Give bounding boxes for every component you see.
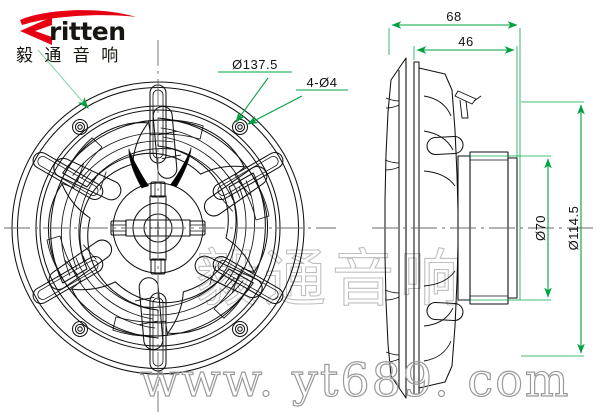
watermark-chinese-text: 毅通音响 <box>196 242 468 315</box>
logo-leader-line <box>37 49 89 109</box>
front-view-centerlines <box>4 40 336 412</box>
dimension-body-depth: 46 <box>416 34 515 54</box>
lead-wire-left <box>129 149 149 188</box>
dimension-overall-depth: 68 <box>391 9 518 29</box>
mid-bar <box>203 166 268 217</box>
mid-bar <box>194 255 263 299</box>
callout-bolt-circle: Ø137.5 <box>218 57 292 123</box>
logo-swoosh <box>20 10 136 25</box>
flange-outer-profile <box>384 57 407 399</box>
dimension-extension-lines-vertical <box>470 101 584 357</box>
mounting-hole <box>231 320 249 338</box>
basket-profile <box>413 61 420 395</box>
logo-e-mark <box>20 17 52 45</box>
callout-mounting-holes: 4-Ø4 <box>247 75 348 125</box>
radial-slot <box>212 255 284 305</box>
radial-slot <box>32 151 104 201</box>
mounting-hole <box>71 118 89 136</box>
dimension-magnet-diameter: Ø70 <box>533 158 552 298</box>
lead-wire-group <box>129 148 191 188</box>
radial-slot <box>212 151 284 201</box>
lead-wire-right <box>170 148 191 187</box>
dimension-magnet-diameter-label: Ø70 <box>533 215 548 241</box>
logo-chinese-text: 毅 通 音 响 <box>16 46 121 66</box>
dimension-overall-depth-label: 68 <box>446 9 461 24</box>
mid-bar <box>53 157 122 201</box>
mid-bar-group <box>48 105 268 351</box>
flange-notch-group <box>384 97 400 363</box>
mid-bar <box>48 239 113 290</box>
watermark-url: www. yt689. com <box>139 352 571 407</box>
logo-wordmark: ritten <box>49 17 126 46</box>
radial-slot <box>32 255 104 305</box>
mid-bar <box>152 105 182 179</box>
watermark-chinese: 毅通音响 <box>195 241 468 315</box>
dimension-flange-diameter: Ø114.5 <box>566 104 585 354</box>
mid-bar <box>134 277 164 351</box>
dimension-flange-diameter-label: Ø114.5 <box>566 206 581 251</box>
lead-wire-outline-group <box>128 147 192 189</box>
brand-logo: ritten 毅 通 音 响 <box>8 4 158 66</box>
body-vent-group <box>426 135 464 322</box>
watermark-url-text: www. yt689. com <box>140 353 571 407</box>
terminal-tab <box>454 90 482 119</box>
mounting-hole <box>71 320 89 338</box>
dimension-body-depth-label: 46 <box>458 34 473 49</box>
dimension-extension-lines <box>388 28 521 300</box>
callout-mounting-holes-label: 4-Ø4 <box>307 75 338 90</box>
callout-bolt-circle-label: Ø137.5 <box>232 57 278 72</box>
